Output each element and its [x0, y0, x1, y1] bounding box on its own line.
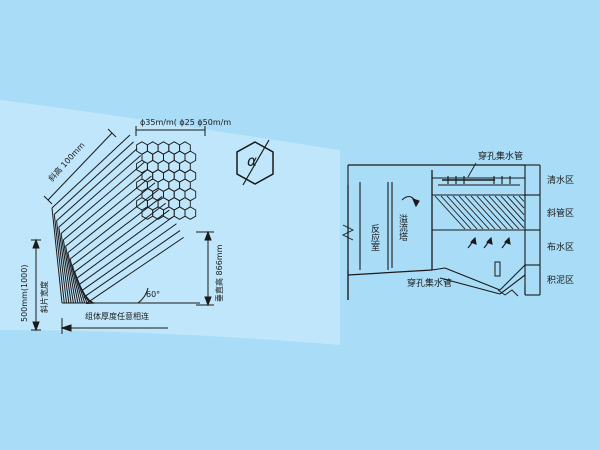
sedimentation-tank-diagram — [341, 162, 541, 300]
tube-hatch-line — [464, 195, 496, 230]
hexagonal-tube-plate-diagram — [31, 126, 274, 334]
plate-line — [69, 189, 159, 260]
left-break-mark — [341, 224, 355, 241]
upflow-arrows — [467, 236, 511, 249]
hexagon-cell — [184, 206, 197, 220]
inclined-tube-hatching — [434, 194, 526, 230]
plate-line — [72, 196, 163, 266]
tube-hatch-line — [458, 195, 490, 230]
tube-hatch-line — [506, 195, 525, 216]
left-height-label: 500mm(1000) — [20, 265, 29, 322]
alpha-hexagon — [236, 141, 274, 185]
reaction-chamber-label: 反应室 — [369, 224, 380, 251]
top-pipe-label: 穿孔集水管 — [478, 150, 523, 162]
zone-clear-water: 清水区 — [547, 174, 574, 186]
tube-hatch-line — [482, 195, 514, 230]
plate-lower-line — [71, 265, 83, 304]
plate-lower-line — [58, 227, 70, 304]
assembly-note-label: 组体厚度任意相连 — [85, 311, 149, 321]
plate-line — [65, 175, 152, 247]
plate-width-label: 斜片宽度 — [39, 281, 49, 313]
plate-line — [60, 161, 145, 234]
tube-hatch-line — [500, 195, 525, 222]
overflow-tower-label: 溢流塔 — [397, 213, 408, 242]
alpha-symbol: α — [247, 152, 257, 170]
plate-lower-line — [69, 258, 81, 304]
plate-lower-line — [67, 252, 79, 304]
plate-line — [51, 134, 131, 209]
plate-lower-line — [60, 233, 72, 304]
vertical-height-label: 垂直高 866mm — [214, 244, 224, 302]
zone-inclined-tube: 斜管区 — [547, 207, 574, 219]
plate-line — [63, 168, 149, 241]
angle-label: 60° — [146, 290, 160, 299]
plate-line — [81, 223, 177, 292]
tube-hatch-line — [440, 195, 472, 230]
plate-lower-line — [83, 296, 95, 304]
sludge-hopper-wall — [444, 267, 501, 291]
plate-lower-line — [62, 239, 74, 304]
hex-spec-label: ϕ35m/m( ϕ25 ϕ50m/m — [140, 118, 231, 127]
plate-lower-line — [74, 271, 86, 304]
tube-hatch-line — [476, 195, 508, 230]
plate-lower-line — [56, 220, 68, 304]
tube-hatch-line — [488, 195, 520, 230]
plate-line — [53, 141, 134, 215]
bottom-break-mark — [497, 289, 519, 297]
angle-arc — [137, 287, 149, 304]
plate-lower-line — [53, 214, 65, 304]
plate-line — [76, 209, 170, 279]
plate-line — [56, 148, 138, 222]
plate-line — [74, 202, 167, 273]
sludge-pipe — [494, 261, 501, 277]
tube-hatch-line — [434, 195, 466, 230]
tube-hatch-line — [518, 195, 525, 202]
plate-lower-line — [51, 207, 63, 304]
tube-hatch-line — [494, 195, 525, 229]
plate-line — [67, 182, 156, 253]
plate-line — [85, 236, 184, 304]
tube-hatch-line — [452, 195, 484, 230]
tube-hatch-line — [470, 195, 502, 230]
tube-hatch-line — [512, 195, 525, 209]
zone-distribution: 布水区 — [547, 241, 574, 253]
plate-line — [83, 230, 181, 298]
bottom-pipe-label: 穿孔集水管 — [407, 277, 452, 289]
hexagon-honeycomb — [136, 141, 197, 220]
slant-dimension-line — [47, 132, 113, 201]
plate-line — [58, 155, 142, 228]
zone-sludge: 积泥区 — [547, 274, 574, 286]
slanted-plates — [51, 134, 184, 305]
tube-hatch-line — [446, 195, 478, 230]
plate-lower-line — [65, 246, 77, 304]
plate-line — [79, 216, 174, 285]
